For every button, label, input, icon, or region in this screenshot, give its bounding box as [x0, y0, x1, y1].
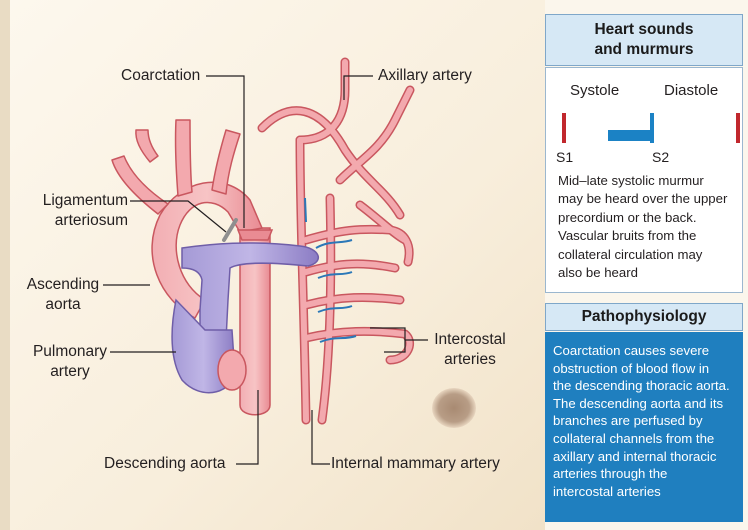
murmur-bar — [608, 130, 652, 141]
nipple-shape — [432, 388, 476, 428]
info-panel: Heart sounds and murmurs Systole Diastol… — [545, 14, 743, 522]
s1-label: S1 — [556, 148, 573, 166]
s1-mark — [562, 113, 566, 143]
phonocardiogram — [546, 98, 744, 178]
heart-sounds-header: Heart sounds and murmurs — [545, 14, 743, 66]
label-axillary-artery: Axillary artery — [378, 66, 472, 86]
label-pulmonary-artery: Pulmonary artery — [30, 342, 110, 382]
heart-sounds-text: Mid–late systolic murmur may be heard ov… — [558, 172, 727, 282]
pathophysiology-box: Coarctation causes severe obstruction of… — [545, 332, 743, 522]
s2-label: S2 — [652, 148, 669, 166]
heart-sounds-box: Systole Diastole S1 S2 Mid–late systolic… — [545, 67, 743, 293]
label-internal-mammary-artery: Internal mammary artery — [331, 454, 500, 474]
s2-mark — [650, 113, 654, 143]
pathophysiology-text: Coarctation causes severe obstruction of… — [553, 342, 730, 500]
coarctation-shape — [238, 230, 272, 240]
anatomy-figure: Coarctation Axillary artery Ligamentum a… — [0, 0, 545, 530]
pathophysiology-header: Pathophysiology — [545, 303, 743, 331]
aortic-root-shape — [218, 350, 246, 390]
label-ligamentum-arteriosum: Ligamentum arteriosum — [34, 191, 128, 231]
next-s1-mark — [736, 113, 740, 143]
label-ascending-aorta: Ascending aorta — [24, 275, 102, 315]
left-edge-shade — [0, 0, 10, 530]
label-intercostal-arteries: Intercostal arteries — [430, 330, 510, 370]
label-coarctation: Coarctation — [121, 66, 200, 86]
label-descending-aorta: Descending aorta — [104, 454, 226, 474]
